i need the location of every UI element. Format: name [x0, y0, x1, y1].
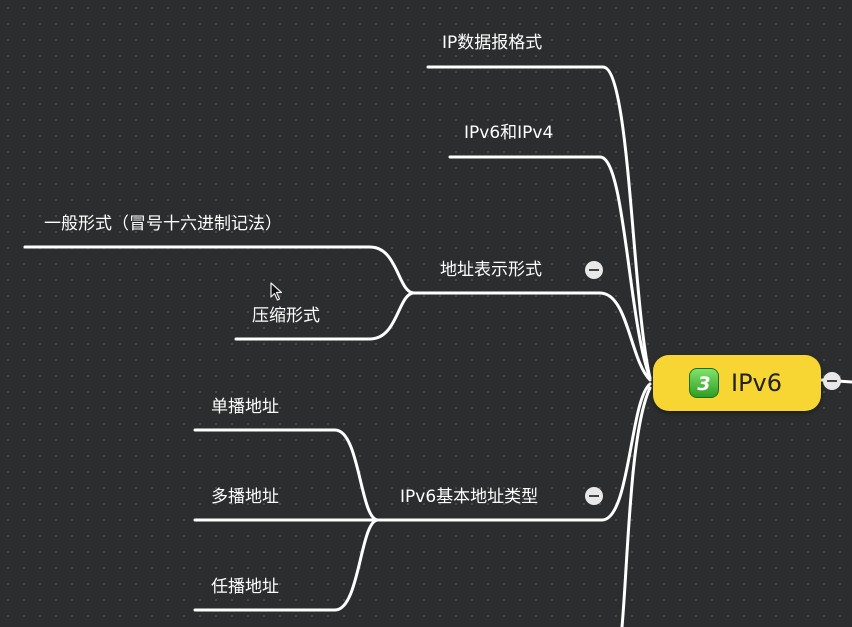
node-compressed-form[interactable]: 压缩形式	[252, 306, 320, 326]
collapse-address-types-icon[interactable]	[585, 487, 603, 505]
central-topic-ipv6[interactable]: 3 IPv6	[653, 355, 821, 411]
central-topic-label: IPv6	[731, 369, 783, 397]
node-anycast-address[interactable]: 任播地址	[211, 577, 279, 597]
connector-lower	[620, 386, 652, 627]
connector-repr-general	[23, 245, 416, 295]
node-unicast-address[interactable]: 单播地址	[211, 397, 279, 417]
node-ipv6-basic-address-types[interactable]: IPv6基本地址类型	[400, 487, 539, 507]
connector-repr-compressed	[234, 291, 416, 341]
node-general-form[interactable]: 一般形式（冒号十六进制记法）	[44, 214, 282, 234]
node-address-representation[interactable]: 地址表示形式	[440, 260, 542, 280]
collapse-central-icon[interactable]	[823, 372, 841, 390]
connector-type-anycast	[193, 518, 380, 612]
node-ip-datagram-format[interactable]: IP数据报格式	[442, 33, 543, 53]
collapse-address-representation-icon[interactable]	[585, 261, 603, 279]
priority-3-badge-icon: 3	[689, 368, 719, 398]
connector-addr-repr	[410, 291, 652, 382]
node-multicast-address[interactable]: 多播地址	[211, 487, 279, 507]
mouse-cursor-icon	[270, 282, 283, 301]
connector-compare	[448, 155, 652, 380]
connector-addr-types	[374, 382, 652, 522]
node-ipv6-and-ipv4[interactable]: IPv6和IPv4	[464, 123, 554, 143]
connector-datagram	[426, 65, 652, 380]
connector-type-unicast	[193, 428, 380, 522]
